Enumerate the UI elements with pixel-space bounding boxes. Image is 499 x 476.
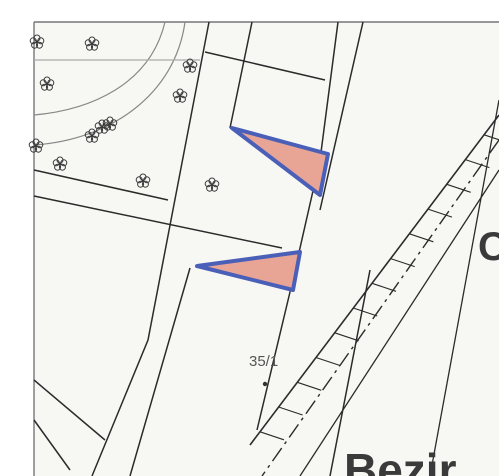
rail-boundary-dashdot [261, 139, 499, 476]
rail-hatch-line [278, 406, 303, 416]
large-label-right: C [478, 225, 499, 269]
rail-hatch-line [259, 431, 285, 441]
flower-tree-icon [172, 88, 188, 103]
flower-tree-icon [28, 138, 44, 153]
flower-tree-icon [204, 177, 220, 192]
parcel-line-cross-3 [33, 195, 283, 249]
rail-corridor [249, 114, 499, 476]
rail-hatch-line [409, 233, 434, 243]
marker-triangle-lower[interactable] [195, 250, 302, 292]
rail-hatch-line [427, 208, 453, 218]
flower-tree-icon [182, 58, 198, 73]
map-frame [33, 21, 499, 476]
rail-hatch-line [334, 332, 359, 342]
rail-hatch-line [446, 183, 471, 193]
large-label-bottom: Bezir [344, 444, 457, 476]
parcel-line-far-east [429, 99, 499, 476]
park-paths [33, 21, 200, 146]
rail-edge-east [299, 169, 499, 476]
flower-tree-icon [29, 34, 45, 49]
rail-edge-west [249, 114, 499, 446]
rail-hatch-line [353, 307, 378, 317]
parcel-line-southwest [33, 379, 106, 441]
parcel-line-mid-top [229, 21, 253, 129]
parcel-line-inner-south [129, 267, 191, 476]
parcel-line-southwest-2 [33, 419, 71, 471]
rail-hatch-line [297, 381, 322, 391]
flower-tree-icon [84, 128, 100, 143]
parcel-boundaries [33, 21, 499, 476]
rail-hatch-line [390, 258, 415, 268]
flower-tree-icon [52, 156, 68, 171]
parcel-line-center [256, 21, 339, 431]
parcel-line-east [319, 21, 364, 211]
flower-tree-icon [94, 119, 110, 134]
parcel-line-west [91, 21, 210, 476]
flower-tree-icon [39, 76, 55, 91]
parcel-line-south-center [329, 269, 371, 476]
parcel-point [262, 381, 268, 387]
parcel-line-cross-2 [33, 169, 169, 201]
rail-hatch-line [315, 356, 341, 367]
rail-hatch-line [483, 134, 499, 141]
rail-hatch-line [465, 159, 490, 169]
flower-tree-icon [84, 36, 100, 51]
flower-tree-icon [135, 173, 151, 188]
rail-hatching [259, 134, 499, 441]
parcel-number-label: 35/1 [249, 353, 278, 370]
tree-symbols [28, 34, 220, 192]
map-sheet [34, 22, 499, 476]
marker-triangle-upper[interactable] [230, 126, 330, 197]
rail-hatch-line [371, 282, 397, 292]
park-path-outer [33, 21, 186, 146]
parcel-line-cross-1 [204, 51, 326, 81]
park-path-inner [33, 21, 166, 116]
